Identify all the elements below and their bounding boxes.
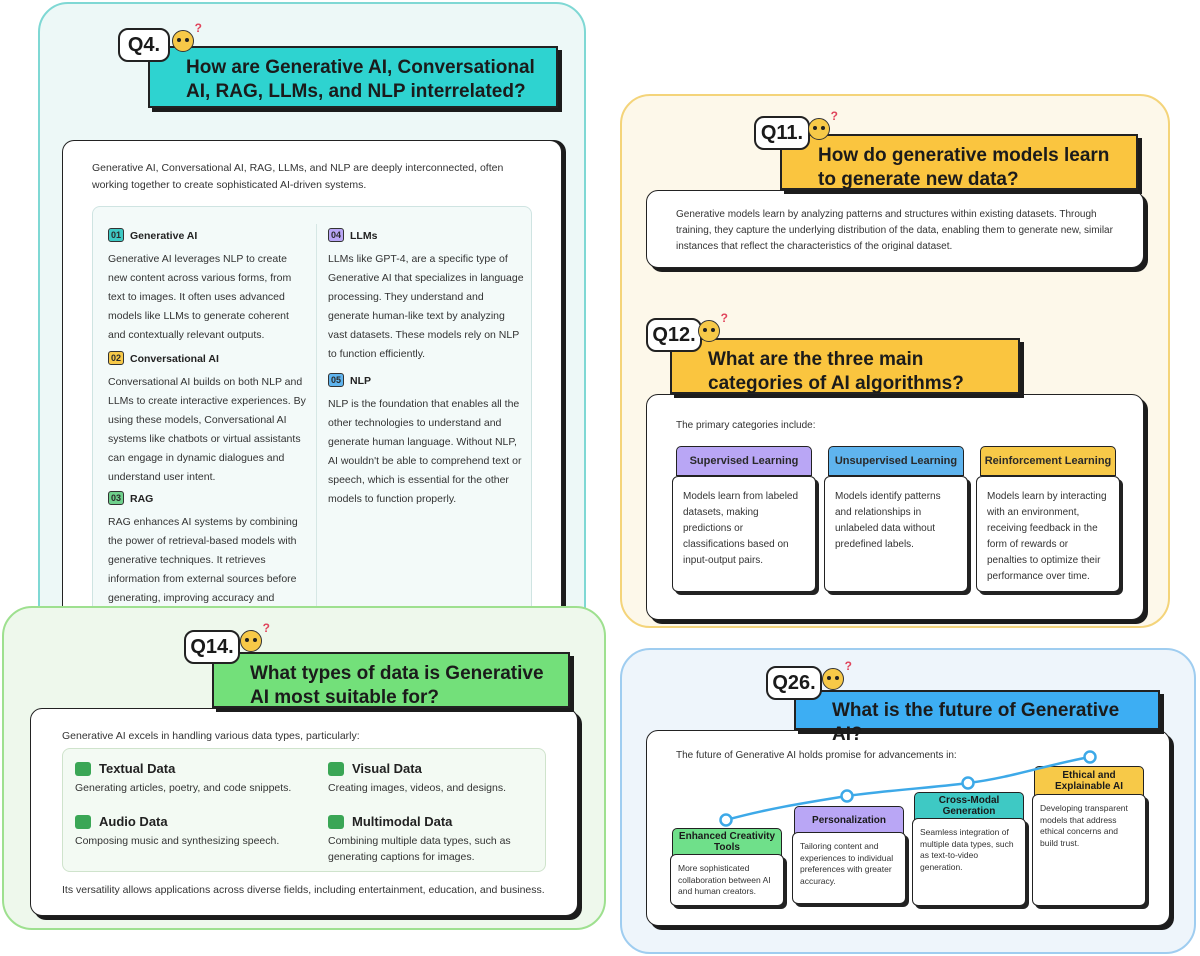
data-type-desc: Generating articles, poetry, and code sn… — [75, 782, 292, 794]
q4-item-text: Generative AI leverages NLP to create ne… — [108, 253, 292, 341]
q12-intro: The primary categories include: — [676, 420, 816, 431]
multimodal-data-icon — [328, 815, 344, 829]
category-name: Unsupervised Learning — [834, 455, 958, 467]
category-head-reinforcement: Reinforcement Learning — [980, 446, 1116, 476]
category-body-supervised: Models learn from labeled datasets, maki… — [672, 476, 816, 592]
category-text: Models learn by interacting with an envi… — [987, 491, 1107, 582]
growth-curve — [719, 750, 1097, 827]
textual-data-icon — [75, 762, 91, 776]
category-name: Supervised Learning — [689, 455, 799, 467]
q11-tag: Q11. — [754, 116, 810, 150]
future-body-ethical: Developing transparent models that addre… — [1032, 794, 1146, 906]
q4-item-number: 05 — [328, 372, 344, 387]
future-text: Tailoring content and experiences to ind… — [800, 841, 894, 886]
thinking-emoji-icon — [240, 621, 270, 652]
future-body-cross-modal: Seamless integration of multiple data ty… — [912, 818, 1026, 906]
q4-item-conversational-ai: 02 Conversational AI Conversational AI bu… — [108, 349, 308, 487]
future-text: Developing transparent models that addre… — [1040, 803, 1128, 848]
q4-item-number: 01 — [108, 227, 124, 242]
q4-item-text: NLP is the foundation that enables all t… — [328, 398, 522, 505]
future-title: Enhanced Creativity Tools — [678, 831, 776, 853]
future-title: Ethical and Explainable AI — [1055, 770, 1123, 792]
q12-tag: Q12. — [646, 318, 702, 352]
q4-item-number: 04 — [328, 227, 344, 242]
category-body-unsupervised: Models identify patterns and relationshi… — [824, 476, 968, 592]
data-type-title: Audio Data — [99, 814, 168, 829]
q4-intro: Generative AI, Conversational AI, RAG, L… — [92, 162, 504, 191]
q14-tag: Q14. — [184, 630, 240, 664]
category-text: Models identify patterns and relationshi… — [835, 491, 941, 550]
growth-curve-line — [725, 755, 1091, 822]
category-head-supervised: Supervised Learning — [676, 446, 812, 476]
q14-title: What types of data is Generative AI most… — [212, 652, 570, 708]
data-type-desc: Composing music and synthesizing speech. — [75, 835, 280, 847]
q26-tag-text: Q26. — [772, 671, 816, 694]
future-title: Personalization — [812, 814, 886, 826]
category-body-reinforcement: Models learn by interacting with an envi… — [976, 476, 1120, 592]
q11-title-text: How do generative models learn to genera… — [818, 145, 1110, 190]
q4-tag: Q4. — [118, 28, 170, 62]
future-head-ethical: Ethical and Explainable AI — [1034, 766, 1144, 796]
q14-tag-text: Q14. — [190, 635, 234, 658]
category-head-unsupervised: Unsupervised Learning — [828, 446, 964, 476]
q11-card — [646, 190, 1144, 268]
future-text: More sophisticated collaboration between… — [678, 863, 771, 896]
q4-item-text: LLMs like GPT-4, are a specific type of … — [328, 253, 524, 360]
data-type-desc: Creating images, videos, and designs. — [328, 782, 507, 794]
data-type-title: Textual Data — [99, 761, 176, 776]
milestone-dot — [840, 789, 854, 803]
q12-title: What are the three main categories of AI… — [670, 338, 1020, 394]
data-type-title: Multimodal Data — [352, 814, 453, 829]
q4-item-title: Conversational AI — [130, 353, 219, 365]
q4-title: How are Generative AI, Conversational AI… — [148, 46, 558, 108]
q4-item-title: RAG — [130, 493, 154, 505]
future-title: Cross-Modal Generation — [938, 795, 1000, 817]
thinking-emoji-icon — [698, 311, 728, 342]
milestone-dot — [961, 776, 975, 790]
category-name: Reinforcement Learning — [984, 455, 1112, 467]
q14-outro: Its versatility allows applications acro… — [62, 884, 545, 896]
q14-title-text: What types of data is Generative AI most… — [250, 663, 544, 708]
q4-item-llms: 04 LLMs LLMs like GPT-4, are a specific t… — [328, 226, 524, 364]
future-head-cross-modal: Cross-Modal Generation — [914, 792, 1024, 820]
q4-item-number: 03 — [108, 490, 124, 505]
q14-types-box — [62, 748, 546, 872]
thinking-emoji-icon — [822, 659, 852, 690]
q11-tag-text: Q11. — [760, 121, 804, 144]
future-body-creativity: More sophisticated collaboration between… — [670, 854, 784, 906]
future-head-personalization: Personalization — [794, 806, 904, 834]
q4-item-nlp: 05 NLP NLP is the foundation that enables… — [328, 371, 524, 509]
q26-tag: Q26. — [766, 666, 822, 700]
milestone-dot — [719, 813, 733, 827]
q4-tag-text: Q4. — [127, 33, 161, 56]
future-text: Seamless integration of multiple data ty… — [920, 827, 1014, 872]
q11-text: Generative models learn by analyzing pat… — [676, 209, 1113, 252]
q26-intro: The future of Generative AI holds promis… — [676, 750, 957, 761]
category-text: Models learn from labeled datasets, maki… — [683, 491, 799, 566]
q4-item-title: NLP — [350, 375, 371, 387]
q14-intro: Generative AI excels in handling various… — [62, 730, 360, 742]
thinking-emoji-icon — [808, 109, 838, 140]
q26-title: What is the future of Generative AI? — [794, 690, 1160, 745]
thinking-emoji-icon — [172, 21, 202, 52]
future-body-personalization: Tailoring content and experiences to ind… — [792, 832, 906, 904]
q12-title-text: What are the three main categories of AI… — [708, 349, 964, 394]
q4-item-number: 02 — [108, 350, 124, 365]
q4-item-text: Conversational AI builds on both NLP and… — [108, 376, 306, 483]
q4-title-text: How are Generative AI, Conversational AI… — [186, 57, 535, 102]
q4-item-title: Generative AI — [130, 230, 198, 242]
q4-item-generative-ai: 01 Generative AI Generative AI leverages … — [108, 226, 308, 345]
audio-data-icon — [75, 815, 91, 829]
q26-title-text: What is the future of Generative AI? — [832, 700, 1120, 745]
data-type-desc: Combining multiple data types, such as g… — [328, 835, 511, 863]
q11-title: How do generative models learn to genera… — [780, 134, 1138, 190]
data-type-title: Visual Data — [352, 761, 422, 776]
q4-items-box — [92, 206, 532, 610]
visual-data-icon — [328, 762, 344, 776]
q4-items-divider — [316, 224, 317, 610]
q4-item-title: LLMs — [350, 230, 378, 242]
q12-tag-text: Q12. — [652, 323, 696, 346]
milestone-dot — [1083, 750, 1097, 764]
